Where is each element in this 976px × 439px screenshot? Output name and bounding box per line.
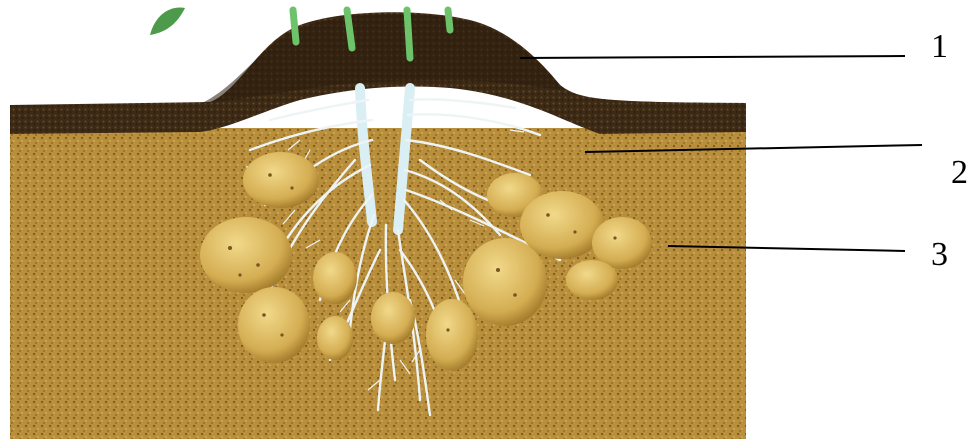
pointer-line-1: [520, 56, 905, 58]
tuber: [200, 217, 292, 293]
tuber: [566, 260, 618, 300]
tuber: [426, 299, 478, 371]
tuber: [371, 292, 415, 344]
label-2: 2: [951, 156, 968, 190]
tuber: [520, 191, 604, 259]
tuber: [317, 316, 353, 360]
tuber: [313, 252, 357, 304]
tuber: [463, 238, 547, 326]
tuber: [592, 217, 652, 269]
soil-layer: [10, 128, 746, 439]
label-3: 3: [931, 238, 948, 272]
leaf: [150, 7, 185, 35]
label-1: 1: [931, 30, 948, 64]
tuber: [238, 287, 310, 363]
tuber: [243, 152, 319, 208]
